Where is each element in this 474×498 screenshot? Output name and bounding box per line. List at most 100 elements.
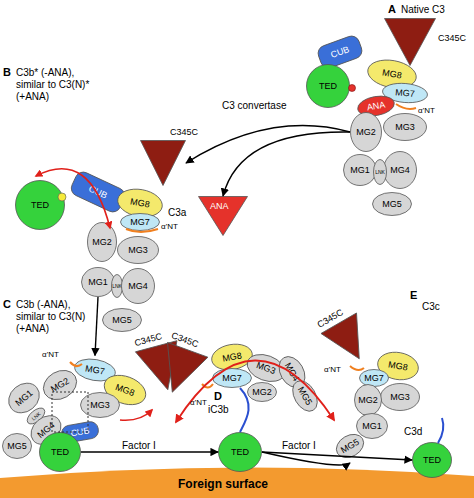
ellipse-shape	[82, 268, 115, 297]
domain-ellipse: MG3	[80, 392, 120, 418]
linker-chain	[438, 418, 443, 443]
domain-ellipse: MG3	[383, 113, 427, 141]
panel-title: Native C3	[401, 4, 445, 16]
domain-ellipse: MG2	[247, 382, 277, 402]
domain-label: TED	[39, 432, 81, 472]
panel-letter: C	[3, 298, 11, 311]
panel-title: C3c	[422, 301, 440, 313]
domain-ellipse: MG5	[2, 433, 32, 459]
chain-label: α'NT	[324, 365, 341, 375]
motion-arrow	[120, 410, 152, 420]
c345c-triangle: C345C	[320, 312, 377, 369]
ellipse-shape	[213, 369, 252, 388]
reaction-arrow	[223, 132, 350, 196]
domain-ellipse: MG2	[354, 384, 382, 416]
rounded-shape	[69, 169, 128, 214]
panel-title: C3b* (-ANA), similar to C3(N)* (+ANA)	[16, 67, 100, 103]
ted-domain: TED	[306, 64, 350, 108]
ellipse-shape	[355, 385, 382, 416]
domain-label: MG7	[212, 368, 252, 388]
ted-domain: TED	[39, 432, 81, 472]
ellipse-shape	[38, 365, 82, 406]
domain-label: MG5	[102, 308, 142, 332]
domain-label: MG3	[117, 236, 159, 264]
c345c-triangle: C345C	[140, 140, 186, 186]
domain-label: MG5	[2, 433, 32, 459]
domain-ellipse: MG4	[383, 151, 417, 189]
domain-label: MG7	[120, 213, 160, 231]
ellipse-shape	[103, 309, 142, 332]
domain-label: MG1	[343, 154, 377, 186]
domain-label: MG4	[383, 151, 417, 189]
domain-ellipse: MG4	[121, 268, 155, 304]
domain-ellipse: MG2	[350, 112, 382, 152]
domain-label: MG1	[356, 413, 388, 439]
domain-label: MG3	[383, 113, 427, 141]
domain-ellipse: MG5	[102, 308, 142, 332]
domain-label: TED	[306, 64, 350, 108]
ellipse-shape	[344, 155, 377, 186]
shape-outline	[384, 18, 436, 66]
domain-label: LNK	[373, 159, 387, 185]
c345c-triangle: C345C	[384, 18, 436, 66]
triangle-shape	[141, 141, 186, 186]
triangle-shape	[152, 343, 208, 400]
reaction-arrow	[95, 297, 98, 356]
ellipse-shape	[384, 114, 427, 141]
panel-letter: D	[214, 390, 222, 403]
ellipse-shape	[351, 113, 382, 152]
chain-label: α'NT	[161, 222, 178, 232]
ted-domain: TED	[412, 442, 452, 478]
domain-ellipse: MG1	[343, 154, 377, 186]
domain-label: MG1	[81, 267, 115, 297]
triangle-shape	[385, 19, 436, 66]
cub-domain: CUB	[68, 169, 128, 215]
ellipse-shape	[16, 181, 65, 230]
ellipse-shape	[118, 237, 159, 264]
enzyme-label: Factor I	[122, 440, 156, 452]
domain-label: MG5	[372, 192, 412, 216]
ellipse-shape	[248, 383, 277, 402]
ellipse-shape	[357, 414, 388, 439]
ellipse-shape	[121, 214, 160, 231]
domain-label: TED	[218, 432, 262, 472]
domain-ellipse: MG3	[117, 236, 159, 264]
panel-title: C3b (-ANA), similar to C3(N) (+ANA)	[16, 299, 90, 335]
domain-label: CUB	[68, 169, 128, 215]
chain-label: α'NT	[42, 350, 59, 360]
domain-label: MG4	[121, 268, 155, 304]
domain-ellipse: MG5	[372, 192, 412, 216]
domain-label: MG2	[350, 112, 382, 152]
alpha-nt-segment	[202, 384, 213, 388]
ellipse-shape	[112, 275, 123, 298]
ellipse-shape	[384, 152, 417, 189]
ellipse-shape	[3, 434, 32, 459]
ellipse-shape	[381, 384, 420, 411]
panel-letter: A	[388, 3, 396, 16]
ellipse-shape	[219, 433, 262, 472]
domain-label: TED	[15, 180, 65, 230]
domain-ellipse: LNK	[373, 159, 387, 185]
domain-label: TED	[412, 442, 452, 478]
domain-label: MG7	[359, 369, 389, 387]
ellipse-shape	[40, 433, 81, 472]
ellipse-shape	[360, 370, 389, 387]
domain-label: MG2	[87, 222, 117, 262]
linker-chain	[240, 388, 249, 432]
chain-label: α'NT	[190, 398, 207, 408]
domain-label: ANA	[210, 202, 229, 211]
alpha-nt-segment	[396, 104, 416, 109]
domain-label: Foreign surface	[178, 478, 268, 490]
ted-domain: TED	[218, 432, 262, 472]
domain-label: MG3	[80, 392, 120, 418]
band-shape	[0, 467, 474, 498]
domain-label: MG3	[380, 383, 420, 411]
ellipse-shape	[88, 223, 117, 262]
domain-ellipse: MG2	[87, 222, 117, 262]
domain-ellipse: MG3	[380, 383, 420, 411]
enzyme-label: C3 convertase	[222, 100, 286, 112]
triangle-shape	[199, 197, 248, 236]
ellipse-shape	[332, 430, 368, 463]
ellipse-shape	[373, 193, 412, 216]
